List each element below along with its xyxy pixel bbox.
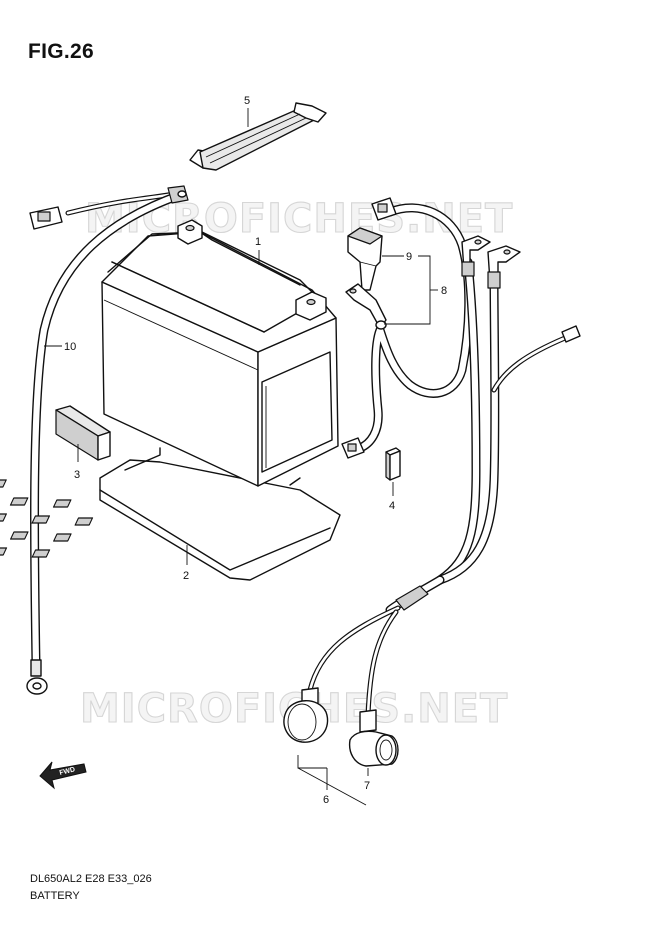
svg-text:1: 1 bbox=[255, 236, 261, 248]
svg-text:2: 2 bbox=[183, 570, 189, 582]
terminal-cover bbox=[347, 227, 383, 291]
callout-3: 3 bbox=[74, 444, 80, 481]
callout-8: 8 bbox=[384, 255, 447, 325]
svg-text:9: 9 bbox=[406, 251, 412, 263]
callout-1: 1 bbox=[255, 236, 261, 265]
battery bbox=[101, 219, 339, 487]
tray-slots bbox=[0, 479, 94, 558]
section-name: BATTERY bbox=[30, 890, 80, 902]
callout-7: 7 bbox=[364, 768, 370, 792]
callout-2: 2 bbox=[183, 545, 189, 582]
svg-text:6: 6 bbox=[323, 794, 329, 806]
fwd-label: FWD bbox=[59, 766, 76, 777]
battery-pad bbox=[55, 405, 111, 461]
svg-text:8: 8 bbox=[441, 285, 447, 297]
model-code: DL650AL2 E28 E33_026 bbox=[30, 873, 152, 885]
battery-negative-cable bbox=[26, 185, 189, 695]
fwd-direction-arrow: FWD bbox=[39, 761, 87, 790]
svg-text:3: 3 bbox=[74, 469, 80, 481]
callout-6: 6 bbox=[297, 755, 367, 806]
battery-band bbox=[189, 102, 327, 171]
battery-positive-cable bbox=[307, 235, 581, 718]
svg-text:10: 10 bbox=[64, 341, 76, 353]
callout-4: 4 bbox=[389, 482, 395, 512]
callout-9: 9 bbox=[382, 251, 412, 263]
terminal-boot-large bbox=[283, 687, 329, 743]
battery-tray bbox=[0, 447, 341, 581]
callout-5: 5 bbox=[244, 95, 250, 127]
figure-title: FIG.26 bbox=[28, 40, 94, 63]
callout-10: 10 bbox=[44, 341, 76, 353]
svg-text:4: 4 bbox=[389, 500, 395, 512]
svg-text:5: 5 bbox=[244, 95, 250, 107]
terminal-boot-small bbox=[348, 709, 399, 767]
spacer bbox=[385, 447, 401, 481]
svg-text:7: 7 bbox=[364, 780, 370, 792]
